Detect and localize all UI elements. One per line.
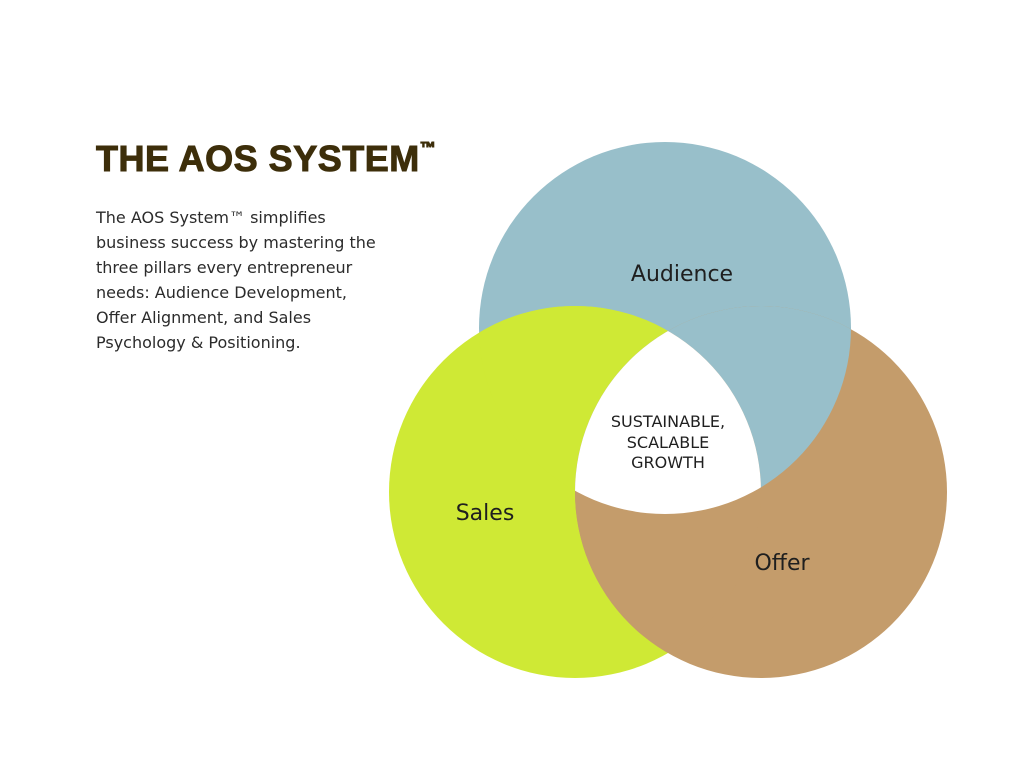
description-line: Offer Alignment, and Sales (96, 308, 312, 327)
description: The AOS System™ simplifies business succ… (96, 205, 376, 355)
offer-label: Offer (754, 551, 810, 576)
sales-label: Sales (456, 501, 515, 526)
center-label-line: SCALABLE (627, 433, 710, 452)
description-line: Psychology & Positioning. (96, 333, 301, 352)
center-label-line: GROWTH (631, 453, 705, 472)
trademark: ™ (419, 140, 437, 158)
description-line: The AOS System™ simplifies (96, 208, 326, 227)
center-region (575, 306, 761, 514)
page-title: THE AOS SYSTEM™ (96, 138, 437, 180)
audience-label: Audience (631, 262, 733, 287)
description-line: needs: Audience Development, (96, 283, 347, 302)
center-label-line: SUSTAINABLE, (611, 412, 725, 431)
description-line: three pillars every entrepreneur (96, 258, 353, 277)
title-text: THE AOS SYSTEM (96, 138, 420, 180)
description-line: business success by mastering the (96, 233, 376, 252)
